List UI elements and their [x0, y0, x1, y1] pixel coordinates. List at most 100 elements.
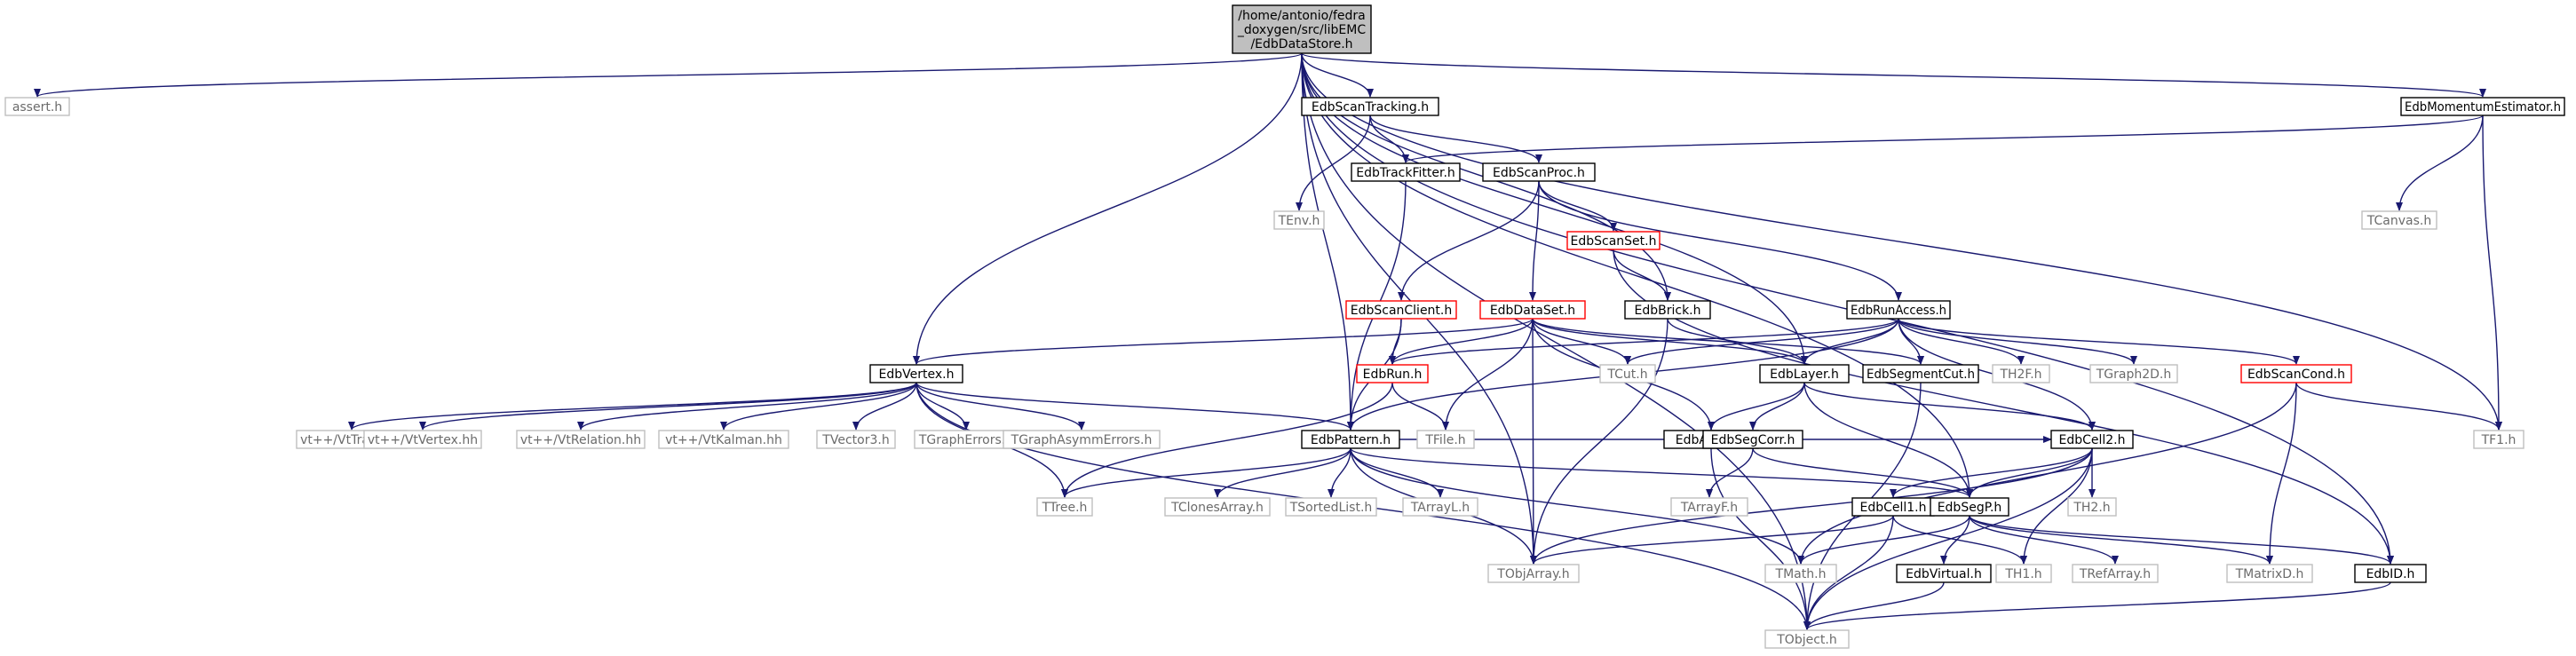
edge-runaccess-to-layer: [1801, 318, 1899, 365]
node-virtual[interactable]: EdbVirtual.h: [1896, 564, 1992, 583]
edge-root-to-segp: [1301, 52, 1973, 498]
node-segp[interactable]: EdbSegP.h: [1930, 497, 2009, 517]
node-layer[interactable]: EdbLayer.h: [1759, 364, 1850, 383]
edge-segp-to-tmatrixd: [1969, 515, 2273, 565]
node-box: [1702, 430, 1803, 449]
node-box: [1764, 629, 1850, 649]
node-tsortedlist: TSortedList.h: [1285, 497, 1377, 517]
node-tmatrixd: TMatrixD.h: [2226, 564, 2313, 583]
edge-vertex-to-tvector3: [852, 382, 917, 431]
edge-segp-to-trefarray: [1969, 515, 2119, 565]
node-brick[interactable]: EdbBrick.h: [1624, 300, 1711, 320]
node-trackfitter[interactable]: EdbTrackFitter.h: [1351, 162, 1461, 182]
node-label: /EdbDataStore.h: [1250, 37, 1352, 51]
node-label: TMath.h: [1775, 567, 1827, 581]
node-label: EdbID.h: [2366, 567, 2415, 581]
edge-vertex-to-pattern: [915, 382, 1354, 431]
node-box: [516, 430, 646, 449]
edge-cell2-to-cell1: [1890, 447, 2093, 498]
node-label: EdbBrick.h: [1635, 304, 1701, 318]
node-label: EdbScanProc.h: [1493, 166, 1585, 180]
edge-scanproc-to-dataset: [1529, 180, 1540, 301]
edge-dataset-to-tcut: [1532, 318, 1631, 365]
edge-cell1-to-th1: [1892, 515, 2027, 565]
node-vertex[interactable]: EdbVertex.h: [869, 364, 963, 383]
node-edbid[interactable]: EdbID.h: [2354, 564, 2427, 583]
node-box: [816, 430, 896, 449]
edge-root-to-tf1: [1301, 52, 2502, 431]
node-label: vt++/VtVertex.hh: [368, 433, 478, 447]
node-box: [4, 97, 70, 116]
node-label: TCut.h: [1606, 368, 1647, 382]
node-assert: assert.h: [4, 97, 70, 116]
node-box: [1566, 231, 1661, 250]
node-scancond[interactable]: EdbScanCond.h: [2240, 364, 2352, 383]
node-runaccess[interactable]: EdbRunAccess.h: [1846, 300, 1951, 320]
node-label: TMatrixD.h: [2235, 567, 2304, 581]
node-tarrayl: TArrayL.h: [1402, 497, 1478, 517]
node-tobject: TObject.h: [1764, 629, 1850, 649]
edge-scanproc-to-scanclient: [1398, 180, 1540, 301]
node-scanclient[interactable]: EdbScanClient.h: [1345, 300, 1457, 320]
edge-layer-to-segp: [1803, 382, 1973, 498]
node-label: TObject.h: [1776, 633, 1836, 647]
node-label: TTree.h: [1042, 501, 1088, 515]
edge-dataset-to-layer: [1532, 318, 1808, 365]
node-segmentcut[interactable]: EdbSegmentCut.h: [1862, 364, 1979, 383]
edge-segcorr-to-tarrayf: [1706, 447, 1754, 498]
edge-momentum-to-tf1: [2482, 115, 2502, 431]
node-run[interactable]: EdbRun.h: [1356, 364, 1429, 383]
node-tcanvas: TCanvas.h: [2361, 210, 2437, 230]
node-label: TRefArray.h: [2079, 567, 2151, 581]
edge-edbid-to-tobject: [1803, 581, 2391, 630]
node-label: TF1.h: [2481, 433, 2517, 447]
edge-segcorr-to-segp: [1752, 447, 1973, 498]
node-label: EdbScanClient.h: [1351, 304, 1453, 318]
edge-scantracking-to-tenv: [1296, 115, 1371, 211]
edge-cell1-to-tobjarray: [1530, 515, 1894, 565]
edge-cell1-to-tobject: [1803, 515, 1894, 630]
node-label: TCanvas.h: [2366, 214, 2431, 228]
node-box: [1930, 497, 2009, 517]
edge-root-to-momentum: [1301, 52, 2486, 98]
node-label: EdbVertex.h: [879, 368, 955, 382]
node-box: [1345, 300, 1457, 320]
edge-pattern-to-ttree: [1061, 447, 1351, 498]
node-box: [1992, 364, 2050, 383]
node-th2: TH2.h: [2067, 497, 2117, 517]
node-box: [1301, 430, 1400, 449]
node-ttree: TTree.h: [1036, 497, 1093, 517]
node-label: TSortedList.h: [1289, 501, 1373, 515]
edge-dataset-to-segmentcut: [1532, 318, 1924, 365]
edge-cell2-to-tobject: [1803, 447, 2093, 630]
node-box: [1351, 162, 1461, 182]
node-momentum[interactable]: EdbMomentumEstimator.h: [2400, 97, 2565, 116]
node-scanproc[interactable]: EdbScanProc.h: [1482, 162, 1596, 182]
node-label: TH1.h: [2004, 567, 2041, 581]
node-segcorr[interactable]: EdbSegCorr.h: [1702, 430, 1803, 449]
node-cell2[interactable]: EdbCell2.h: [2050, 430, 2134, 449]
edge-root-to-edbid: [1301, 52, 2394, 565]
node-dataset[interactable]: EdbDataSet.h: [1479, 300, 1586, 320]
node-box: [2473, 430, 2524, 449]
edge-virtual-to-tobject: [1803, 581, 1945, 630]
node-scantracking[interactable]: EdbScanTracking.h: [1301, 97, 1439, 116]
edge-dataset-to-run: [1389, 318, 1534, 365]
node-cell1[interactable]: EdbCell1.h: [1851, 497, 1935, 517]
node-tvector3: TVector3.h: [816, 430, 896, 449]
node-box: [1624, 300, 1711, 320]
node-box: [1402, 497, 1478, 517]
node-box: [869, 364, 963, 383]
node-label: EdbLayer.h: [1770, 368, 1839, 382]
node-label: EdbScanCond.h: [2247, 368, 2345, 382]
node-root[interactable]: /home/antonio/fedra_doxygen/src/libEMC/E…: [1232, 4, 1372, 54]
edge-run-to-tfile: [1391, 382, 1449, 431]
node-box: [2067, 497, 2117, 517]
node-label: TFile.h: [1424, 433, 1465, 447]
node-pattern[interactable]: EdbPattern.h: [1301, 430, 1400, 449]
edge-runaccess-to-scancond: [1898, 318, 2300, 365]
node-box: [1003, 430, 1161, 449]
node-scanset[interactable]: EdbScanSet.h: [1566, 231, 1661, 250]
node-label: EdbScanTracking.h: [1312, 100, 1429, 115]
node-th2f: TH2F.h: [1992, 364, 2050, 383]
